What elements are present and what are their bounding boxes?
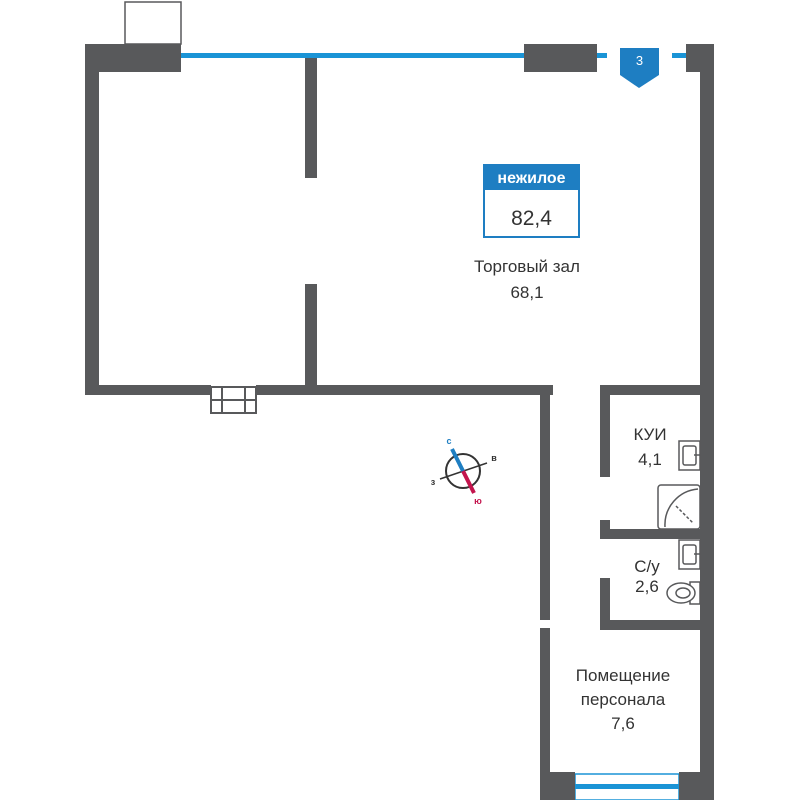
compass-south-arm [461, 470, 476, 494]
wall-staff-left-upper [540, 395, 550, 620]
window-bottom-glass [575, 784, 679, 789]
compass-west-label: з [431, 477, 436, 487]
room-area-kui: 4,1 [638, 450, 662, 469]
shower-tray-icon [657, 484, 701, 530]
floor-number: 3 [636, 53, 643, 68]
wall-wc-left [600, 578, 610, 630]
door-threshold [210, 386, 257, 414]
wall-top-pier [524, 44, 597, 72]
area-badge-value: 82,4 [511, 207, 552, 230]
window-top-small-1 [597, 53, 607, 58]
compass-north-label: с [446, 436, 451, 446]
room-name-staff-line2: персонала [581, 690, 666, 709]
windows [181, 53, 686, 800]
wall-staff-left-lower [540, 628, 550, 800]
wall-bottom-right [679, 772, 714, 800]
sink-icon [678, 539, 701, 570]
wall-kui-wc [600, 529, 700, 539]
wall-hall-bottom-left [85, 385, 211, 395]
wall-bottom-left [540, 772, 575, 800]
wall-wc-bottom [600, 620, 700, 630]
area-badge-title: нежилое [497, 170, 565, 187]
floor-marker: 3 [620, 48, 659, 88]
room-area-sales-hall: 68,1 [510, 283, 543, 302]
room-name-sales-hall: Торговый зал [474, 257, 580, 276]
wall-left [85, 44, 99, 395]
room-name-staff-line1: Помещение [576, 666, 670, 685]
compass-south-label: ю [474, 496, 482, 506]
toilet-icon [666, 581, 701, 605]
room-area-wc: 2,6 [635, 577, 659, 596]
window-top-small-2 [672, 53, 686, 58]
wall-hall-bottom-right [256, 385, 553, 395]
compass-east-label: в [491, 453, 497, 463]
wall-interior-lower [305, 284, 317, 385]
floor-marker-shape [620, 48, 659, 88]
wall-kui-top [600, 385, 700, 395]
compass-north-arm [450, 448, 465, 472]
room-area-staff: 7,6 [611, 714, 635, 733]
room-name-wc: С/у [634, 557, 660, 576]
compass-rose: с ю в з [431, 436, 497, 506]
walls [85, 44, 714, 800]
wall-kui-left [600, 385, 610, 477]
sink-icon [678, 440, 701, 471]
room-name-kui: КУИ [633, 425, 666, 444]
wall-top-left [85, 44, 181, 72]
wall-right [700, 44, 714, 800]
area-badge-header [484, 165, 579, 190]
vent-shaft [124, 1, 182, 45]
wall-kui-wc-upper [600, 520, 610, 532]
area-badge: нежилое 82,4 [483, 164, 580, 238]
wall-interior-upper [305, 58, 317, 178]
window-top-main [181, 53, 524, 58]
